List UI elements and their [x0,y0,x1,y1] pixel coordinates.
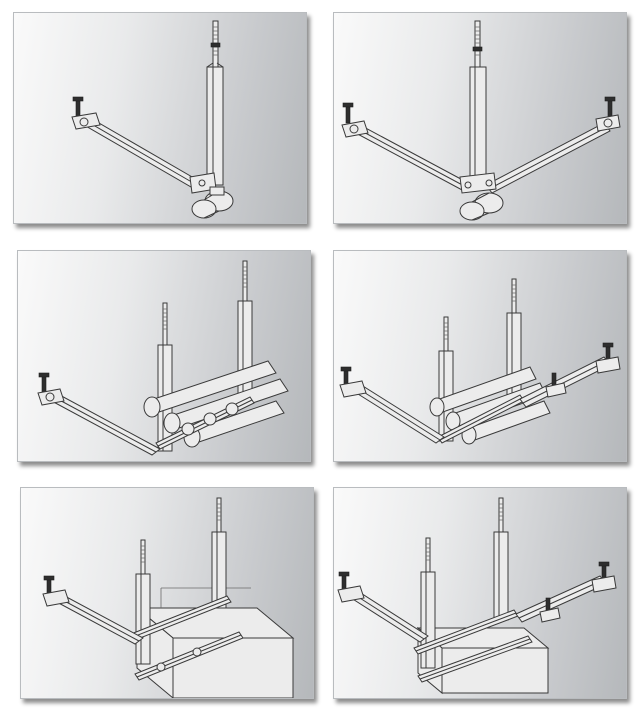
panel-double-brace-multi-pipe [333,250,627,462]
hanger-diagram [339,278,621,445]
wall-anchor-right [595,342,621,374]
threaded-rod [472,20,483,68]
wall-anchor-right [591,561,617,593]
threaded-rod-left [443,316,449,354]
vertical-strut-right [211,531,227,609]
panel-single-brace-multi-pipe [17,250,311,462]
wall-anchor [42,575,70,607]
diagonal-brace-right [485,122,611,194]
vertical-strut [206,62,224,186]
threaded-rod-right [511,278,517,316]
diagonal-brace [83,118,207,192]
vertical-strut-right [237,300,253,402]
wall-anchor-left [341,102,369,138]
threaded-rod-left [140,539,146,577]
horizontal-channel [155,396,255,450]
vertical-strut-left [135,573,151,665]
diagonal-brace [47,392,161,456]
hanger-diagram [341,20,621,221]
threaded-rod-right [216,497,222,535]
wall-anchor [37,372,65,406]
threaded-rod-right [242,260,248,304]
wall-anchor-left [339,366,367,398]
vertical-strut [469,66,487,184]
vertical-strut-right [493,531,509,621]
hanger-diagram [337,497,617,695]
pipe-clamp [191,186,234,219]
wall-anchor-left [337,571,365,603]
mid-anchor [545,372,567,398]
panel-double-brace-single-pipe [333,12,627,224]
threaded-rod-left [162,302,168,346]
threaded-rod-left [425,537,431,575]
panel-double-brace-duct [333,487,627,699]
hanger-diagram [71,20,234,219]
horizontal-channel-lower [134,631,244,681]
vertical-strut-left [420,571,436,669]
horizontal-channel [413,609,533,683]
brace-hinge [459,172,497,194]
mid-anchor [539,597,561,623]
wall-anchor [71,96,101,130]
hanger-diagram [37,260,289,456]
pipes [429,366,551,445]
diagonal-brace-left [351,124,473,192]
wall-anchor-right [595,96,621,132]
panel-single-brace-duct [20,487,314,699]
hanger-diagram [42,497,295,698]
pipe-clamp [459,192,504,221]
threaded-rod-right [498,497,504,535]
threaded-rod [210,20,221,68]
panel-single-brace-single-pipe [13,12,307,224]
